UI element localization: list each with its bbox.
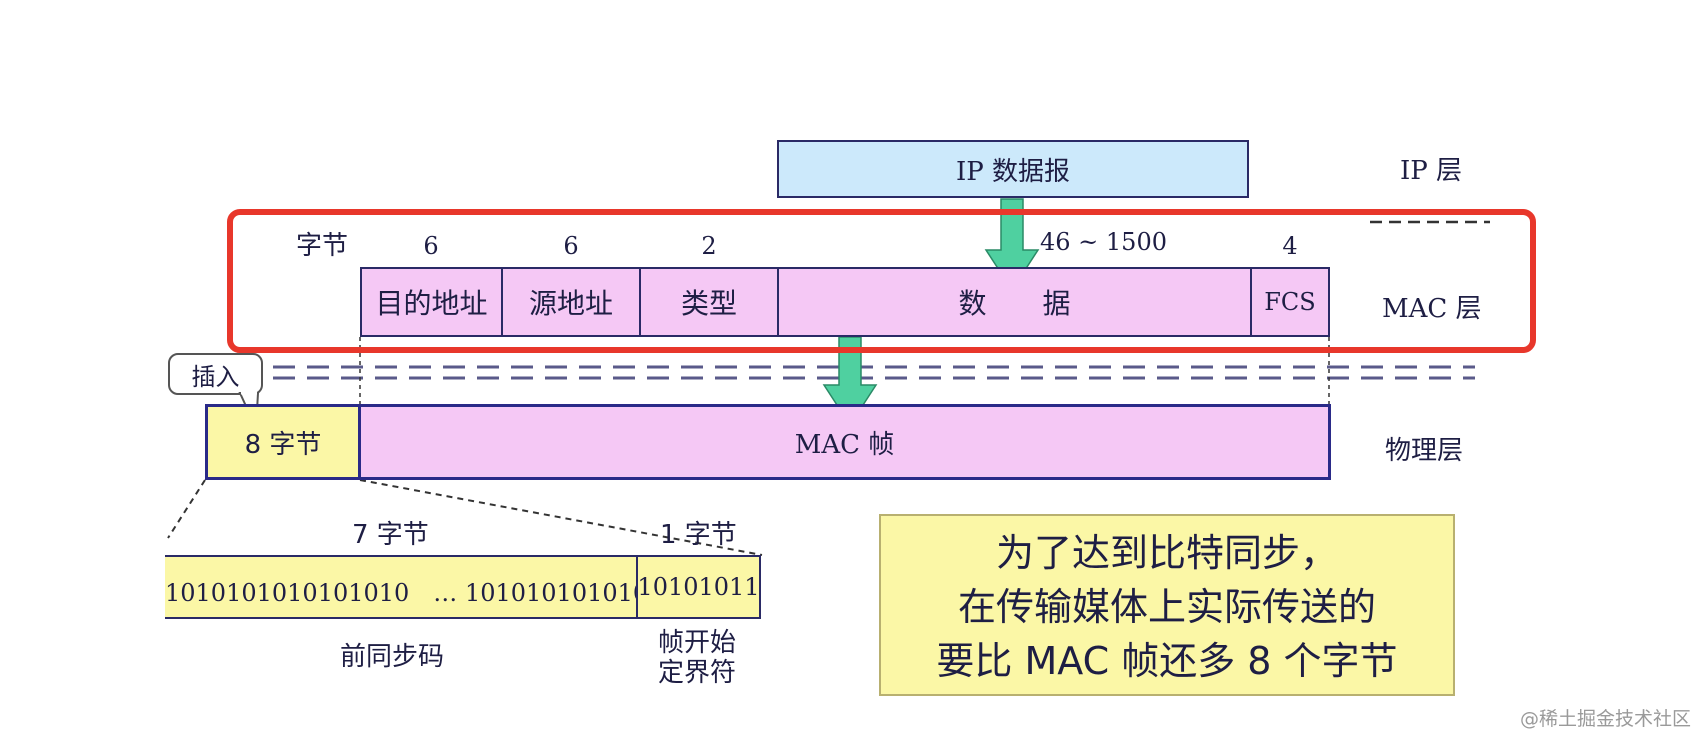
field-bytes-data: 46 ~ 1500: [1040, 228, 1167, 256]
note-line-1: 为了达到比特同步，: [995, 531, 1338, 575]
mac-frame-box: MAC 帧: [358, 404, 1331, 480]
ip-datagram-label: IP 数据报: [955, 156, 1071, 187]
field-fcs: FCS: [1250, 267, 1330, 337]
mac-layer-label: MAC 层: [1382, 294, 1482, 324]
field-bytes-type: 2: [701, 232, 717, 260]
bytes-caption: 字节: [296, 231, 349, 261]
sfd-bits-box: 10101011: [636, 555, 761, 619]
sfd-label-line1: 帧开始: [658, 628, 737, 658]
field-bytes-dest: 6: [423, 232, 439, 260]
preamble-bits: 1010101010101010 … 101010101010: [165, 579, 649, 607]
field-dest-address: 目的地址: [360, 267, 503, 337]
field-type: 类型: [639, 267, 779, 337]
sfd-label-line2: 定界符: [658, 658, 737, 688]
insert-callout: 插入: [168, 353, 263, 395]
one-byte-label: 1 字节: [660, 520, 737, 550]
field-data: 数 据: [777, 267, 1252, 337]
preamble-label: 前同步码: [340, 642, 445, 672]
note-line-3: 要比 MAC 帧还多 8 个字节: [936, 639, 1398, 683]
field-bytes-fcs: 4: [1282, 232, 1298, 260]
field-src-address: 源地址: [501, 267, 641, 337]
ip-layer-label: IP 层: [1400, 156, 1463, 186]
ip-datagram-box: IP 数据报: [777, 140, 1249, 198]
seven-bytes-label: 7 字节: [352, 520, 429, 550]
note-line-2: 在传输媒体上实际传送的: [957, 585, 1376, 629]
physical-layer-label: 物理层: [1385, 436, 1464, 466]
field-bytes-src: 6: [563, 232, 579, 260]
sync-note-box: 为了达到比特同步， 在传输媒体上实际传送的 要比 MAC 帧还多 8 个字节: [879, 514, 1455, 696]
watermark: @稀土掘金技术社区: [1520, 708, 1692, 730]
preamble-8-bytes-box: 8 字节: [205, 404, 361, 480]
